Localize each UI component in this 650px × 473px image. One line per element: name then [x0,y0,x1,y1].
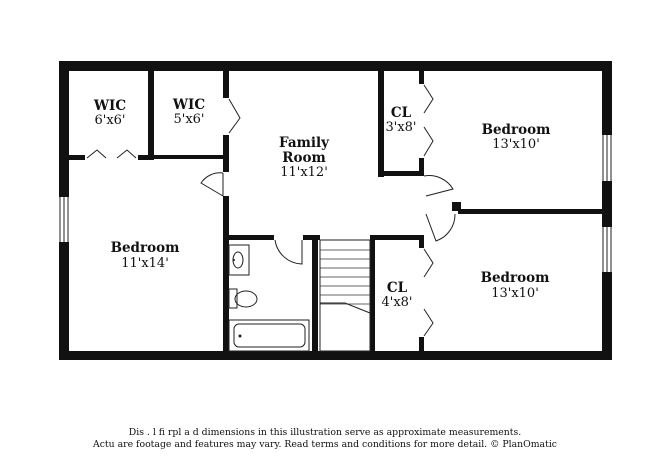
room-size-family-room: 11'x12' [280,165,328,180]
room-size-bedroom-bottom-right: 13'x10' [491,286,539,301]
disclaimer-line-1: Dis . l fi rpl a d dimensions in this il… [128,427,522,438]
room-size-wic-mid: 5'x6' [173,112,204,127]
interior-walls [69,71,602,351]
disclaimer-line-2: Actu are footage and features may vary. … [92,439,557,450]
window-right-top [602,135,612,181]
door-bathroom [274,239,303,265]
room-size-cl-bottom: 4'x8' [381,295,412,310]
room-size-wic-left: 6'x6' [94,113,125,128]
label-cl-top: CL 3'x8' [385,105,416,135]
bathroom-toilet [228,288,258,309]
door-bedroom-top-right [423,175,454,197]
label-wic-mid: WIC 5'x6' [172,97,205,127]
label-bedroom-top-right: Bedroom 13'x10' [482,122,551,152]
room-size-cl-top: 3'x8' [385,120,416,135]
room-name-bedroom-top-right: Bedroom [482,122,551,138]
room-name-wic-left: WIC [93,98,126,114]
label-cl-bottom: CL 4'x8' [381,280,412,310]
staircase [319,239,371,352]
room-name-family-room-line1: Family [279,135,330,151]
room-size-bedroom-top-right: 13'x10' [492,137,540,152]
room-name-cl-bottom: CL [387,280,408,296]
bathroom-sink [228,244,250,276]
room-name-bedroom-bottom-right: Bedroom [481,270,550,286]
room-name-cl-top: CL [391,105,412,121]
label-family-room: Family Room 11'x12' [279,135,330,180]
door-closet-top-bifold [423,84,434,157]
room-name-bedroom-left: Bedroom [111,240,180,256]
door-wic-left-bifold [86,149,137,159]
room-size-bedroom-left: 11'x14' [121,256,169,271]
label-bedroom-left: Bedroom 11'x14' [111,240,180,271]
window-right-bottom [602,227,612,272]
room-name-family-room-line2: Room [282,150,326,166]
door-bedroom-bottom-right [425,213,456,242]
label-bedroom-bottom-right: Bedroom 13'x10' [481,270,550,301]
label-wic-left: WIC 6'x6' [93,98,126,128]
room-name-wic-mid: WIC [172,97,205,113]
bathroom-tub [228,319,310,352]
door-closet-bottom-bifold [423,248,434,337]
door-wic-mid [228,98,241,134]
door-bedroom-left [200,172,224,197]
window-left [59,197,69,242]
